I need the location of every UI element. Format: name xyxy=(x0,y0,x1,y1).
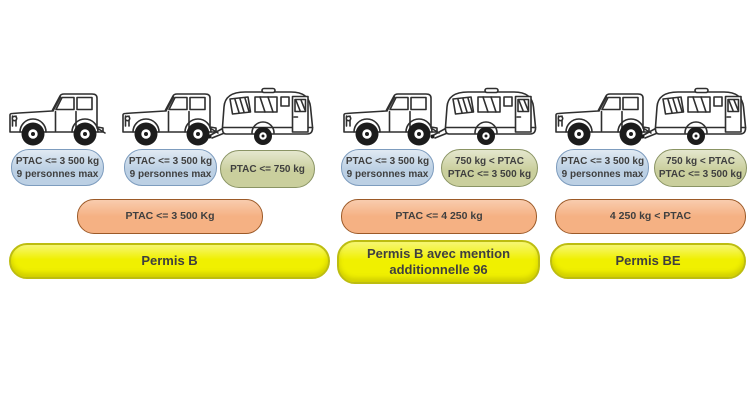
vehicle-ptac-line2: 9 personnes max xyxy=(561,168,644,180)
trailer-ptac-badge: 750 kg < PTAC PTAC <= 3 500 kg xyxy=(441,149,538,187)
vehicle-ptac-badge: PTAC <= 3 500 kg 9 personnes max xyxy=(11,149,104,186)
vehicle-ptac-line2: 9 personnes max xyxy=(346,168,429,180)
vehicle-ptac-badge: PTAC <= 3 500 kg 9 personnes max xyxy=(556,149,649,186)
combination-ptac-text: PTAC <= 3 500 Kg xyxy=(125,209,215,222)
vehicle-ptac-line2: 9 personnes max xyxy=(129,168,212,180)
trailer-ptac-line1: 750 kg < PTAC xyxy=(454,156,524,167)
trailer-ptac-line1: 750 kg < PTAC xyxy=(665,156,735,167)
vehicle-ptac-line1: PTAC <= 3 500 kg xyxy=(560,155,645,167)
license-label: Permis B avec mention additionnelle 96 xyxy=(366,245,511,277)
license-badge: Permis BE xyxy=(550,243,746,279)
license-label: Permis B xyxy=(141,252,198,268)
combination-ptac-text: 4 250 kg < PTAC xyxy=(609,209,692,222)
trailer-ptac-badge: PTAC <= 750 kg xyxy=(220,150,315,188)
caravan-icon xyxy=(206,87,314,146)
caravan-icon xyxy=(639,87,747,146)
license-badge: Permis B xyxy=(9,243,330,279)
vehicle-ptac-line2: 9 personnes max xyxy=(16,168,99,180)
combination-ptac-text: PTAC <= 4 250 kg xyxy=(395,209,483,222)
vehicle-ptac-line1: PTAC <= 3 500 kg xyxy=(15,155,100,167)
license-badge: Permis B avec mention additionnelle 96 xyxy=(337,240,540,284)
trailer-ptac-line2: PTAC <= 3 500 kg xyxy=(658,169,743,180)
trailer-ptac-line1: PTAC <= 750 kg xyxy=(230,163,305,175)
suv-icon xyxy=(9,93,106,147)
vehicle-ptac-line1: PTAC <= 3 500 kg xyxy=(128,155,213,167)
trailer-ptac-badge: 750 kg < PTAC PTAC <= 3 500 kg xyxy=(654,149,747,187)
caravan-icon xyxy=(429,87,537,146)
trailer-ptac-line2: PTAC <= 3 500 kg xyxy=(447,169,532,180)
license-label: Permis BE xyxy=(615,252,681,268)
vehicle-ptac-badge: PTAC <= 3 500 kg 9 personnes max xyxy=(124,149,217,186)
vehicle-ptac-badge: PTAC <= 3 500 kg 9 personnes max xyxy=(341,149,434,186)
combination-ptac-badge: PTAC <= 4 250 kg xyxy=(341,199,537,234)
combination-ptac-badge: 4 250 kg < PTAC xyxy=(555,199,746,234)
vehicle-ptac-line1: PTAC <= 3 500 kg xyxy=(345,155,430,167)
combination-ptac-badge: PTAC <= 3 500 Kg xyxy=(77,199,263,234)
